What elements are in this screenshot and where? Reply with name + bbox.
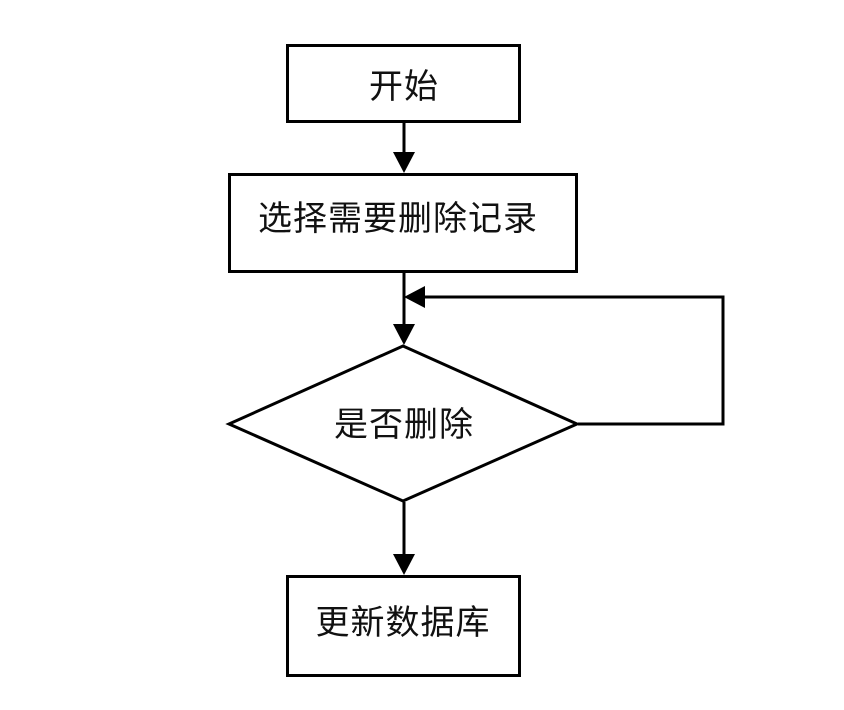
update-database-box-label: 更新数据库 <box>316 604 491 642</box>
edge-decision-to-update <box>393 502 415 575</box>
node-start[interactable]: 开始 <box>286 44 521 123</box>
delete-decision-diamond-shape <box>225 344 581 503</box>
arrow-head-down-icon <box>393 152 415 173</box>
edge-select-to-decision <box>393 273 415 345</box>
node-delete-decision[interactable]: 是否删除 <box>225 344 581 503</box>
edge-decision-loop-back <box>404 286 725 426</box>
edge-start-to-select <box>393 123 415 173</box>
node-select-records[interactable]: 选择需要删除记录 <box>228 173 578 273</box>
update-database-box-shape <box>286 575 521 677</box>
start-box-shape <box>286 44 521 123</box>
select-records-box-label: 选择需要删除记录 <box>258 200 538 238</box>
edge-decision-loop-back-path <box>418 295 725 426</box>
node-update-database[interactable]: 更新数据库 <box>286 575 521 677</box>
arrow-head-left-icon <box>404 286 425 308</box>
start-box-label: 开始 <box>369 68 439 106</box>
delete-decision-label: 是否删除 <box>334 406 474 444</box>
arrow-head-down-icon <box>393 324 415 345</box>
select-records-box-shape <box>228 173 578 273</box>
arrow-head-down-icon <box>393 554 415 575</box>
